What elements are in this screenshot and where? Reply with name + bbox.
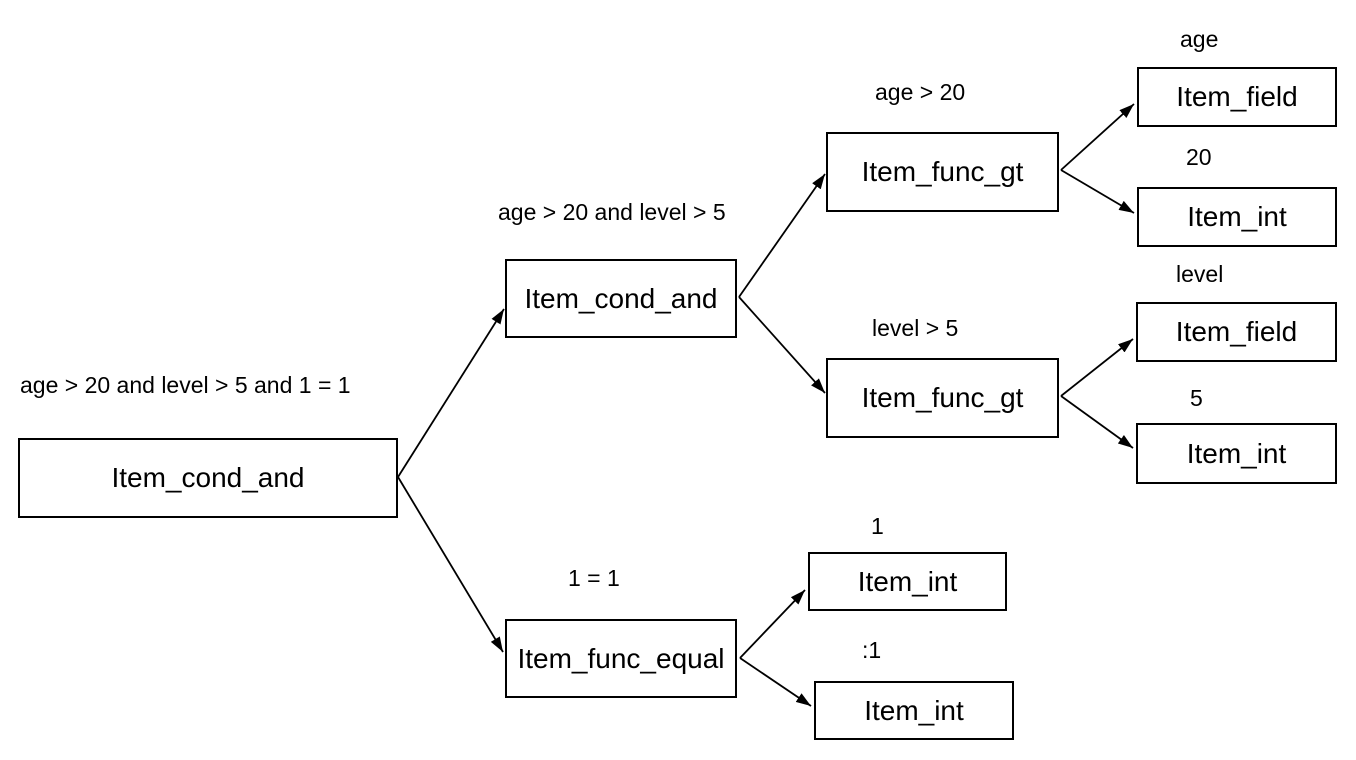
- edge-cond-and-2-to-func-gt-level: [738, 296, 826, 394]
- edge-func-gt-age-to-int-20: [1060, 169, 1135, 214]
- annotation-func-equal: 1 = 1: [568, 565, 620, 591]
- node-item-field-age: Item_field: [1137, 67, 1337, 127]
- edge-root-to-cond-and-2: [397, 308, 505, 478]
- node-item-int-20: Item_int: [1137, 187, 1337, 247]
- node-item-field-level: Item_field: [1136, 302, 1337, 362]
- edge-cond-and-2-to-func-gt-age: [738, 173, 826, 298]
- annotation-int-5: 5: [1190, 385, 1203, 411]
- edge-func-equal-to-int-1-upper: [739, 589, 806, 659]
- node-item-cond-and-inner: Item_cond_and: [505, 259, 737, 338]
- annotation-func-gt-level: level > 5: [872, 315, 959, 341]
- edge-func-gt-age-to-field-age: [1060, 103, 1135, 171]
- node-item-int-1-upper: Item_int: [808, 552, 1007, 611]
- annotation-field-level: level: [1176, 261, 1224, 287]
- node-item-func-gt-level: Item_func_gt: [826, 358, 1059, 438]
- annotation-int-1-lower: :1: [862, 637, 882, 663]
- node-item-func-gt-age: Item_func_gt: [826, 132, 1059, 212]
- annotation-func-gt-age: age > 20: [875, 79, 966, 105]
- edge-root-to-func-equal: [397, 476, 504, 653]
- node-item-int-1-lower: Item_int: [814, 681, 1014, 740]
- annotation-int-1-upper: 1: [871, 513, 884, 539]
- edge-func-gt-level-to-field-level: [1060, 338, 1134, 397]
- node-item-func-equal: Item_func_equal: [505, 619, 737, 698]
- node-item-int-5: Item_int: [1136, 423, 1337, 484]
- node-item-cond-and-root: Item_cond_and: [18, 438, 398, 518]
- annotation-field-age: age: [1180, 26, 1219, 52]
- annotation-root-expression: age > 20 and level > 5 and 1 = 1: [20, 372, 351, 398]
- annotation-int-20: 20: [1186, 144, 1212, 170]
- edge-func-gt-level-to-int-5: [1060, 395, 1134, 449]
- annotation-cond-and-inner: age > 20 and level > 5: [498, 199, 726, 225]
- edge-func-equal-to-int-1-lower: [739, 657, 812, 707]
